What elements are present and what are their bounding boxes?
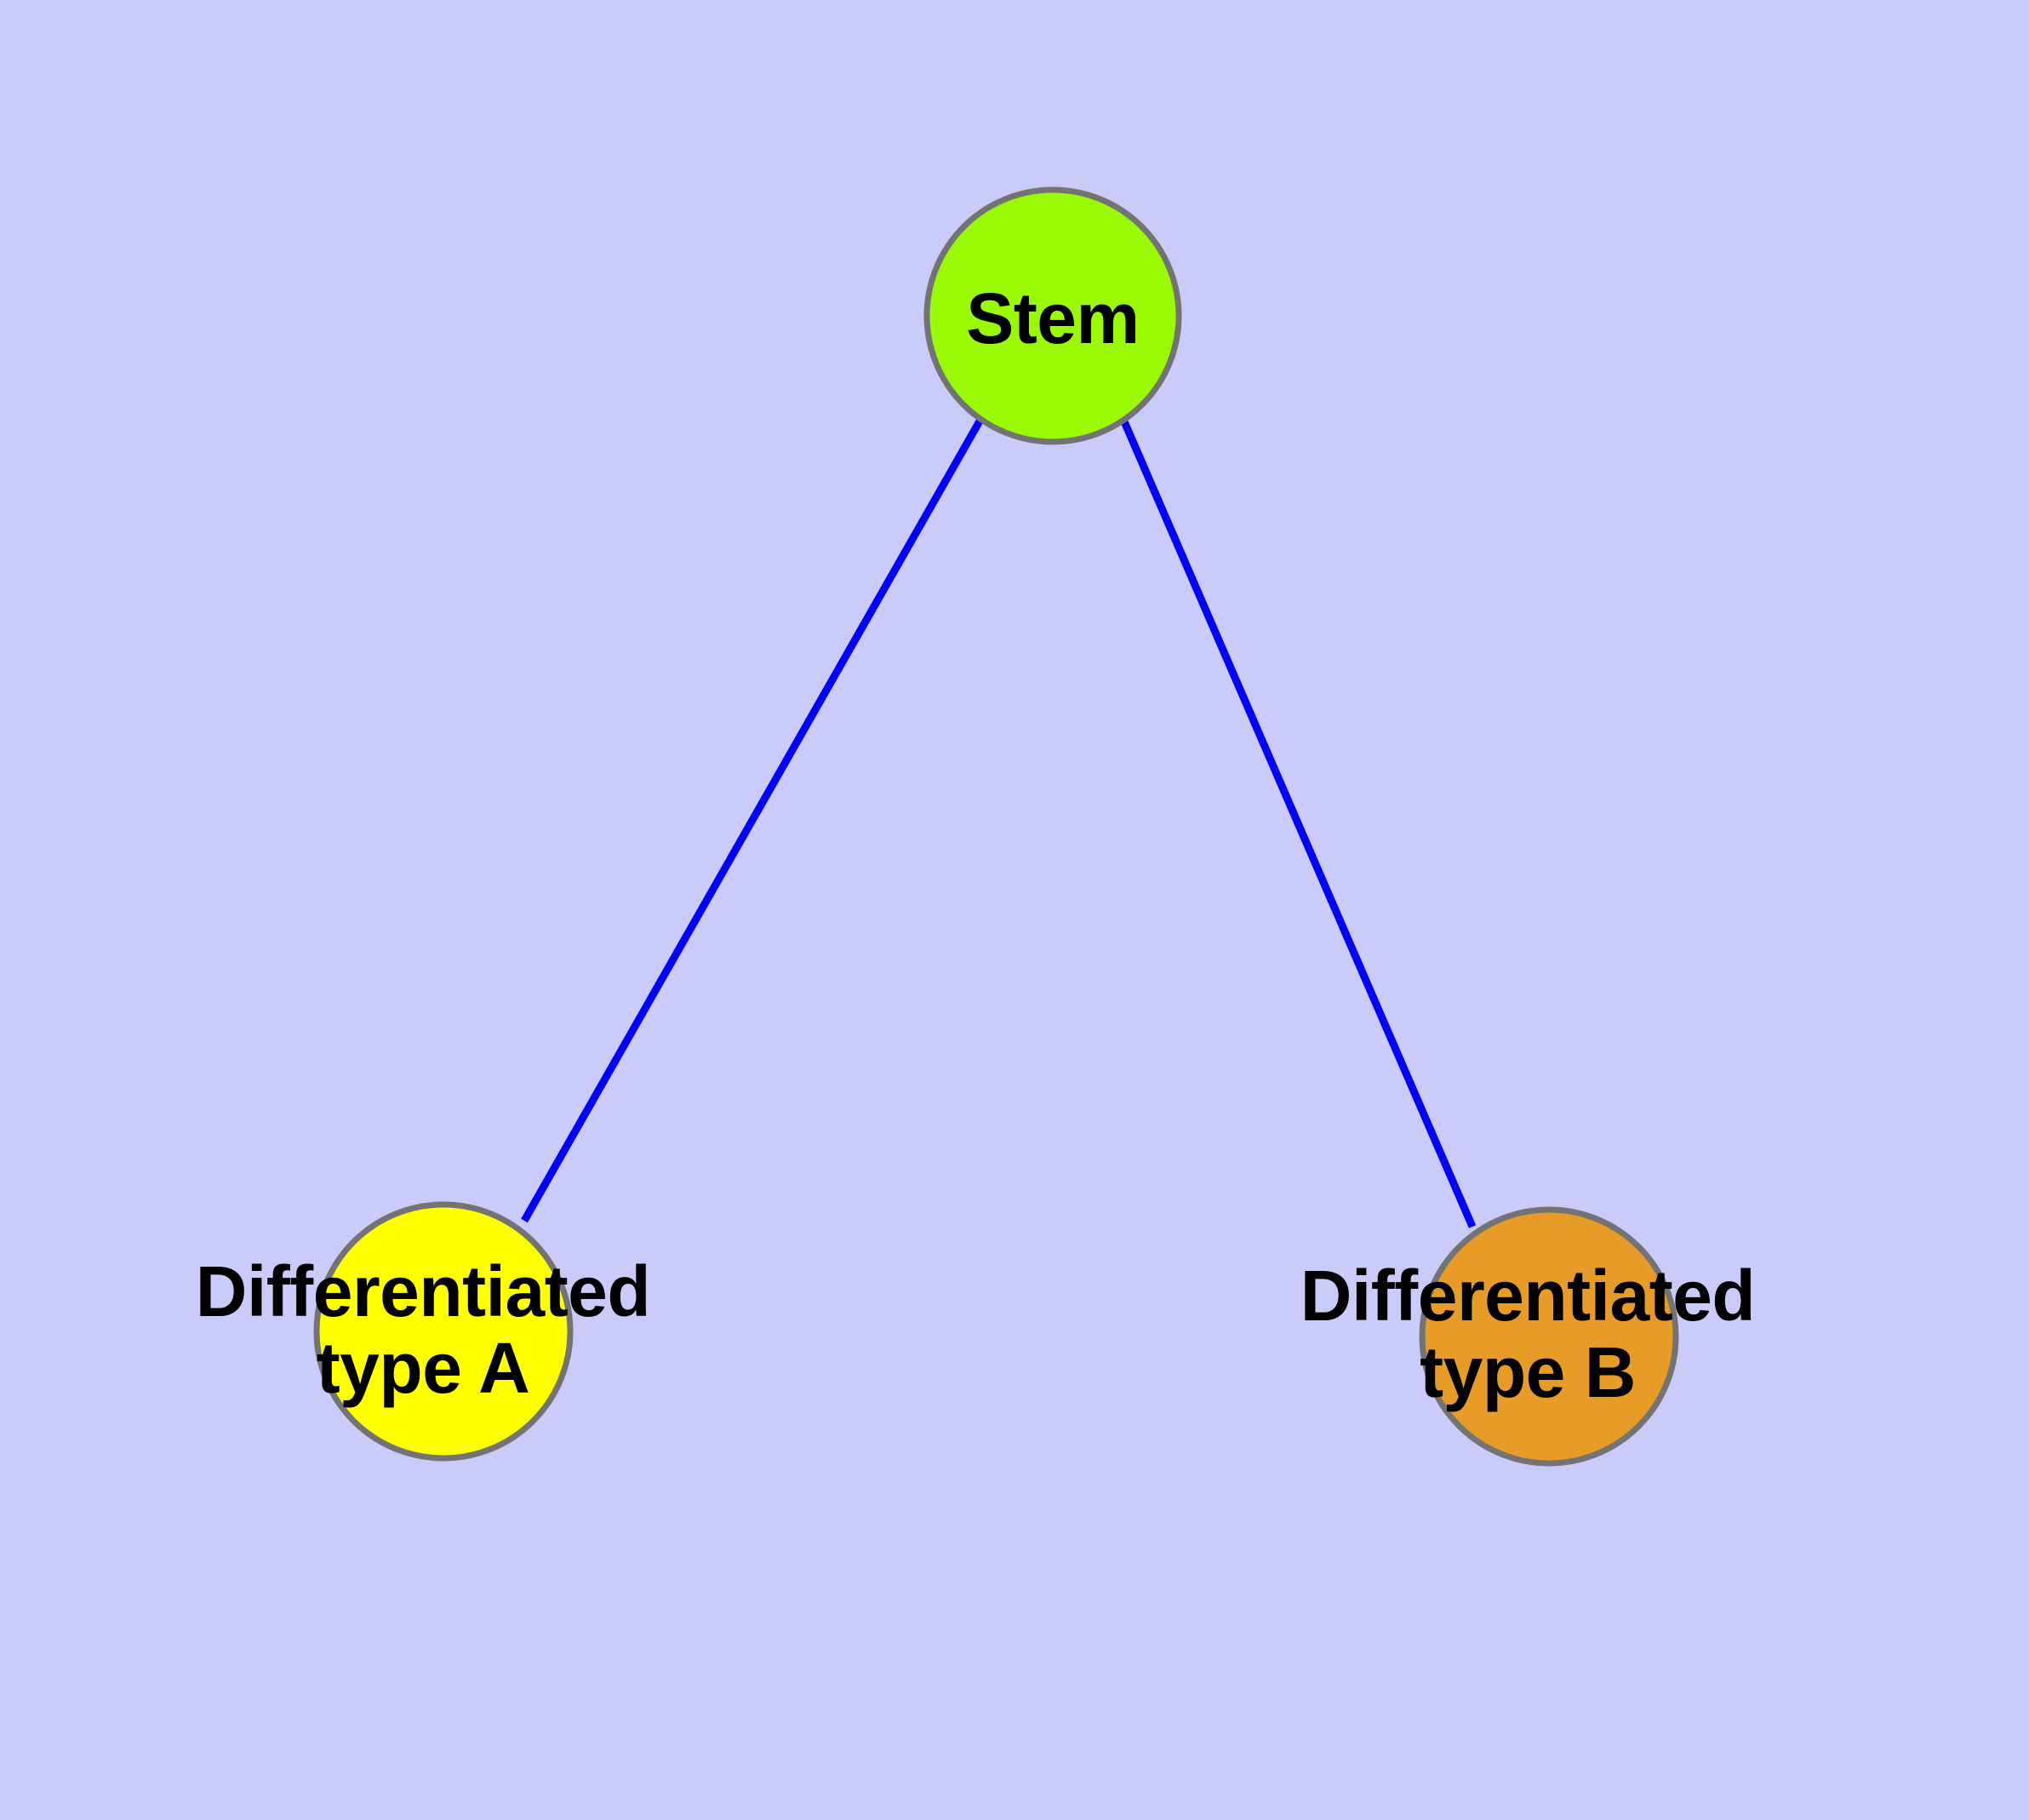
graph-edge-stem-to-diff-a[interactable] [521, 417, 984, 1223]
graph-node-diff-a[interactable] [313, 1201, 574, 1462]
edges-layer [521, 417, 1477, 1228]
graph-node-stem[interactable] [923, 186, 1182, 445]
nodes-layer [313, 186, 1679, 1467]
graph-node-diff-b[interactable] [1419, 1206, 1679, 1467]
graph-edge-stem-to-diff-b[interactable] [1119, 418, 1477, 1228]
